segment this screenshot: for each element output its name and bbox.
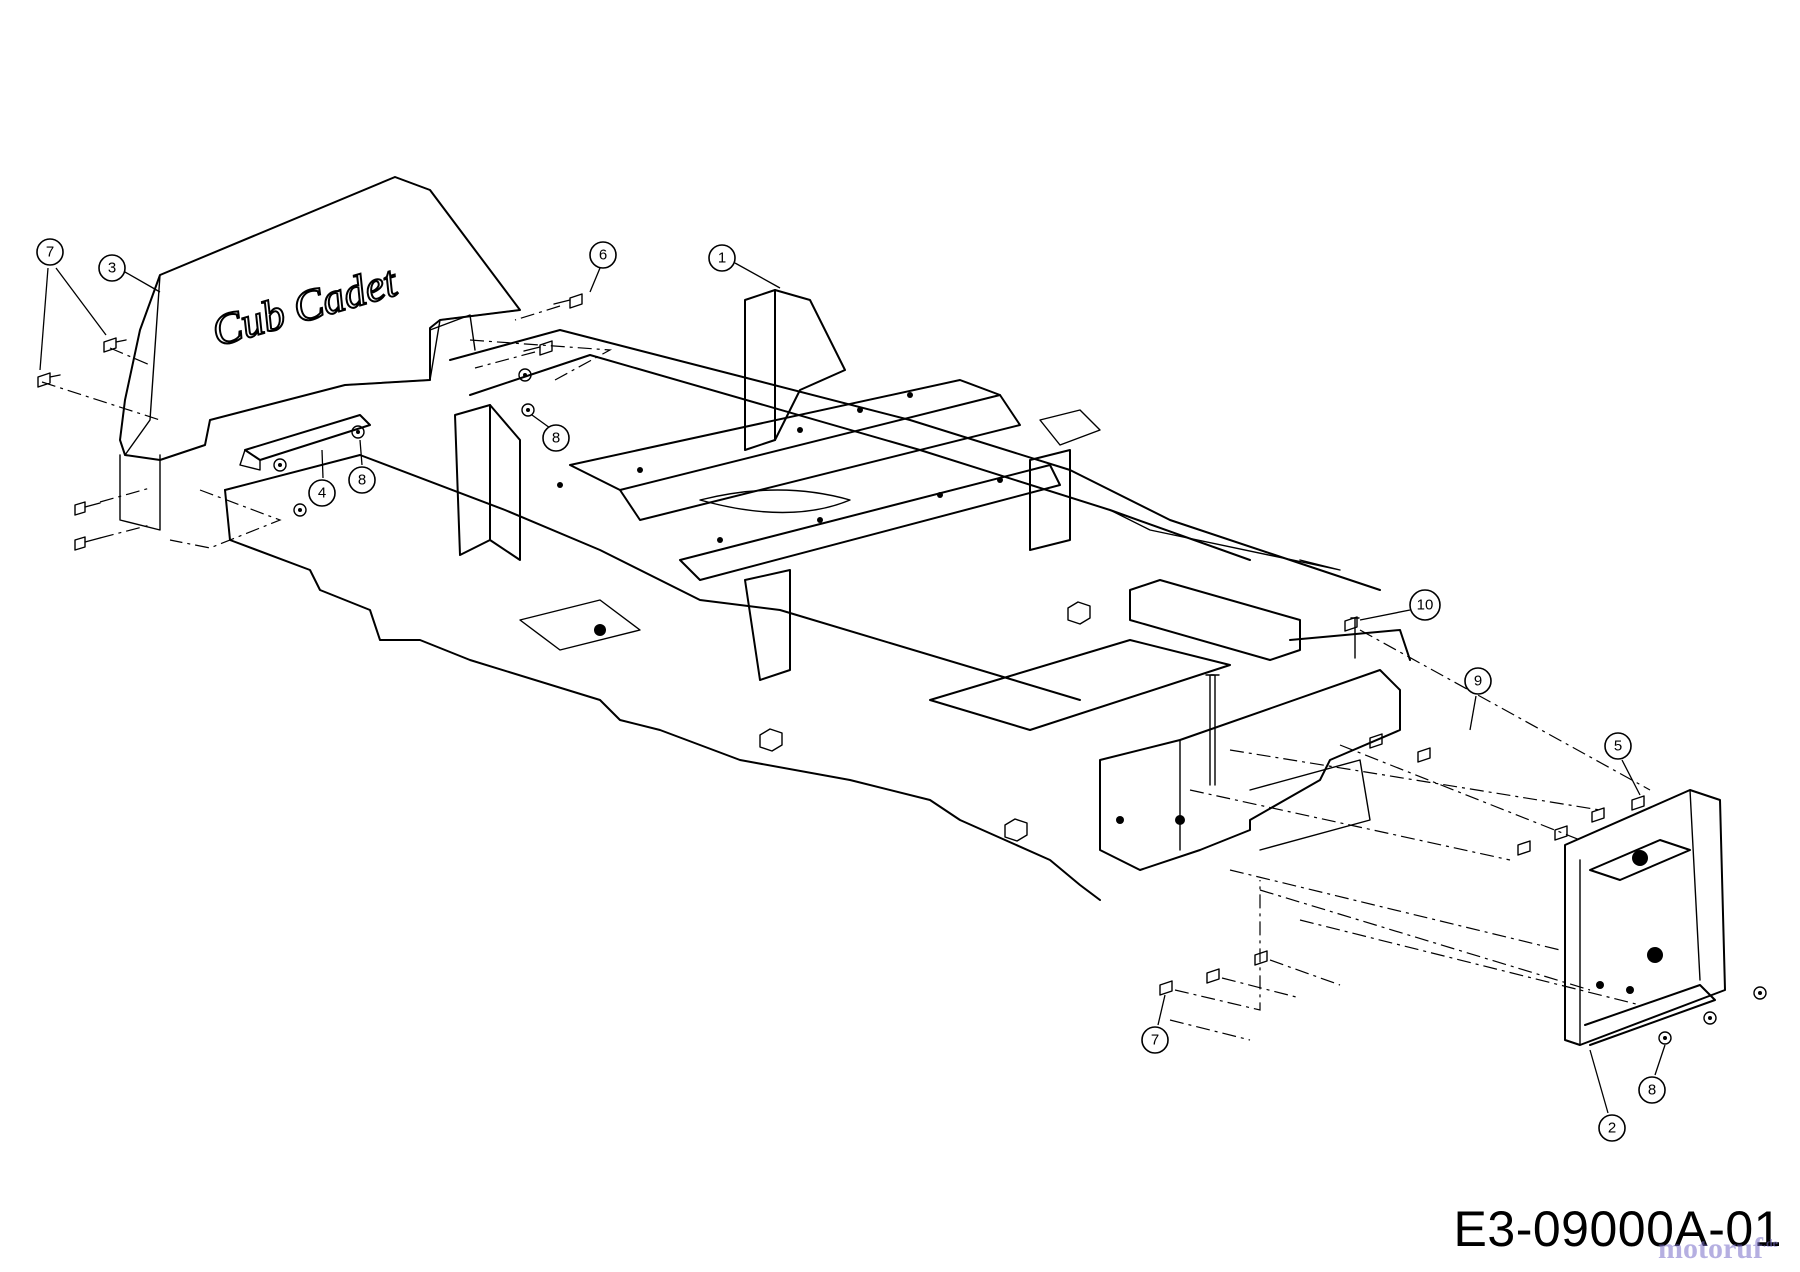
nut-icon bbox=[1703, 1011, 1717, 1025]
callout-9: 9 bbox=[1464, 667, 1492, 731]
callout-label: 8 bbox=[1648, 1082, 1656, 1099]
bolt-icon bbox=[1369, 733, 1383, 749]
bolt-icon bbox=[523, 340, 553, 356]
screw-icon bbox=[1350, 617, 1360, 659]
callout-label: 8 bbox=[552, 430, 560, 447]
assembly-center-lines bbox=[41, 305, 1651, 1041]
watermark-suffix: .de bbox=[1763, 1236, 1778, 1250]
nut-icon bbox=[293, 503, 307, 517]
nut-icon bbox=[351, 425, 365, 439]
callout-label: 4 bbox=[318, 485, 326, 502]
callout-label: 8 bbox=[358, 472, 366, 489]
callout-2: 2 bbox=[1589, 1049, 1626, 1142]
callout-label: 5 bbox=[1614, 738, 1622, 755]
bolt-icon bbox=[553, 293, 583, 309]
rear-fender-panel: Cub Cadet bbox=[119, 176, 521, 531]
bolt-icon bbox=[1554, 825, 1568, 841]
screw-icon bbox=[1210, 674, 1220, 786]
callout-8-upper: 8 bbox=[531, 414, 570, 452]
callout-10: 10 bbox=[1359, 589, 1441, 621]
fasteners bbox=[37, 293, 1767, 1045]
callout-7-bottom: 7 bbox=[1141, 994, 1169, 1054]
nut-icon bbox=[518, 368, 532, 382]
nut-icon bbox=[521, 403, 535, 417]
nut-icon bbox=[1658, 1031, 1672, 1045]
callout-8-left: 8 bbox=[348, 439, 376, 494]
bolt-icon bbox=[103, 337, 127, 353]
callout-label: 3 bbox=[108, 260, 116, 277]
front-bracket-plate bbox=[1564, 789, 1726, 1046]
nut-icon bbox=[1753, 986, 1767, 1000]
callout-label: 2 bbox=[1608, 1120, 1616, 1137]
callout-1: 1 bbox=[708, 244, 781, 289]
bolt-icon bbox=[37, 372, 61, 388]
callout-4: 4 bbox=[308, 449, 336, 507]
callout-3: 3 bbox=[98, 254, 161, 293]
callout-label: 1 bbox=[718, 250, 726, 267]
callout-label: 10 bbox=[1417, 597, 1434, 614]
nut-icon bbox=[273, 458, 287, 472]
fender-logo: Cub Cadet bbox=[206, 256, 403, 356]
bolt-icon bbox=[1159, 980, 1173, 996]
callout-8-bottom: 8 bbox=[1638, 1044, 1666, 1104]
callout-label: 7 bbox=[46, 244, 54, 261]
callout-7-top-left: 7 bbox=[36, 238, 107, 371]
bolt-icon bbox=[1417, 747, 1431, 763]
bolt-icon bbox=[1206, 968, 1220, 984]
callout-5: 5 bbox=[1604, 732, 1641, 796]
bolt-icon bbox=[1517, 840, 1531, 856]
bolt-icon bbox=[1631, 795, 1645, 811]
watermark-text: motoruf bbox=[1658, 1232, 1763, 1265]
callout-label: 9 bbox=[1474, 673, 1482, 690]
callout-label: 6 bbox=[599, 247, 607, 264]
bolt-icon bbox=[1254, 950, 1268, 966]
bolt-icon bbox=[74, 536, 101, 551]
bracket-part-4 bbox=[239, 414, 371, 471]
main-frame bbox=[224, 289, 1411, 901]
callout-6: 6 bbox=[589, 241, 617, 293]
callout-label: 7 bbox=[1151, 1032, 1159, 1049]
bolt-icon bbox=[1591, 807, 1605, 823]
diagram-code: E3-09000A-01 bbox=[1453, 1201, 1782, 1257]
bolt-icon bbox=[74, 501, 101, 516]
watermark: motoruf.de bbox=[1658, 1232, 1778, 1266]
